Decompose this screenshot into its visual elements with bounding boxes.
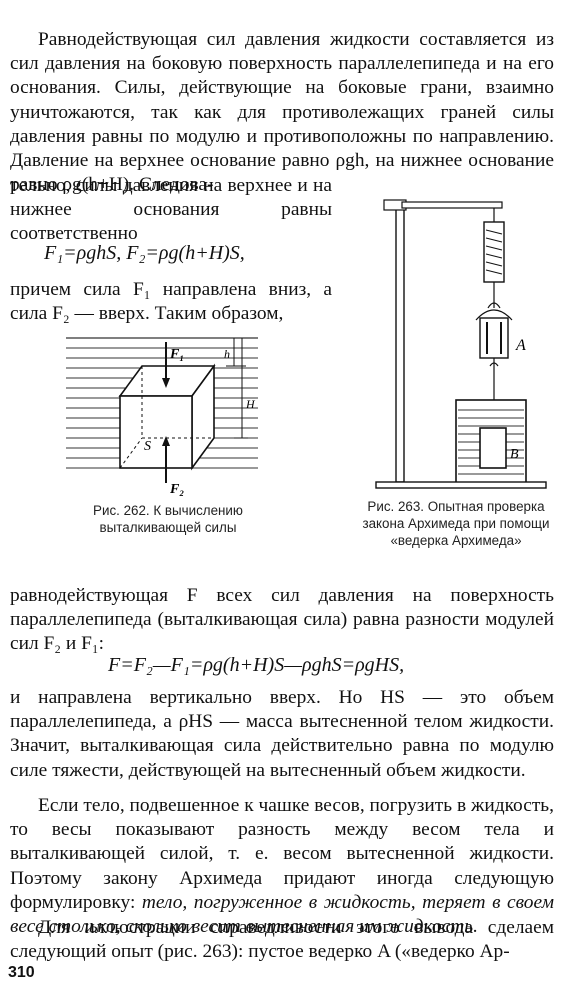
paragraph-volume: и направлена вертикально вверх. Но HS — …	[10, 687, 554, 781]
formula-forces: F₁=ρghS, F₂=ρg(h+H)S,	[44, 242, 245, 264]
label-f2: F₂	[169, 482, 184, 497]
label-H-large: H	[245, 397, 256, 411]
label-h-small: h	[224, 347, 230, 361]
paragraph-experiment: Для иллюстрации справедливости этого выв…	[10, 917, 554, 963]
formula-buoyancy: F=F₂—F₁=ρg(h+H)S—ρghS=ρgHS,	[108, 654, 405, 676]
left-column-text-2: причем сила F₁ направлена вниз, а сила F…	[10, 278, 332, 326]
parallelepiped-shape	[118, 363, 216, 471]
page-number: 310	[8, 964, 35, 981]
paragraph-consequently: тельно, силы давления на верхнее и на ни…	[10, 175, 332, 245]
label-s: S	[144, 439, 151, 454]
paragraph-resultant: равнодействующая F всех сил давления на …	[10, 585, 554, 655]
law-intro-text: Если тело, подвешенное к чашке весов, по…	[10, 795, 554, 913]
paragraph-directions: причем сила F₁ направлена вниз, а сила F…	[10, 279, 332, 325]
label-bucket-a: A	[515, 337, 526, 354]
paragraph-intro: Равнодействующая сил давления жидкости с…	[10, 29, 554, 196]
label-f1: F₁	[169, 347, 184, 362]
law-statement: тело, погруженное в жидкость, теряет в с…	[10, 891, 554, 938]
paragraph-archimedes-law: Если тело, подвешенное к чашке весов, по…	[10, 794, 554, 939]
left-column-text: тельно, силы давления на верхнее и на ни…	[10, 174, 332, 247]
label-body-b: B	[510, 447, 519, 462]
figure-262-caption: Рис. 262. К вычислению выталкивающей сил…	[93, 503, 243, 535]
figure-263-caption: Рис. 263. Опытная проверка закона Архиме…	[362, 499, 550, 548]
figure-262-parallelepiped: F₁ F₂ S h H	[66, 337, 258, 497]
figure-263-archimedes-bucket: A B	[375, 199, 547, 489]
